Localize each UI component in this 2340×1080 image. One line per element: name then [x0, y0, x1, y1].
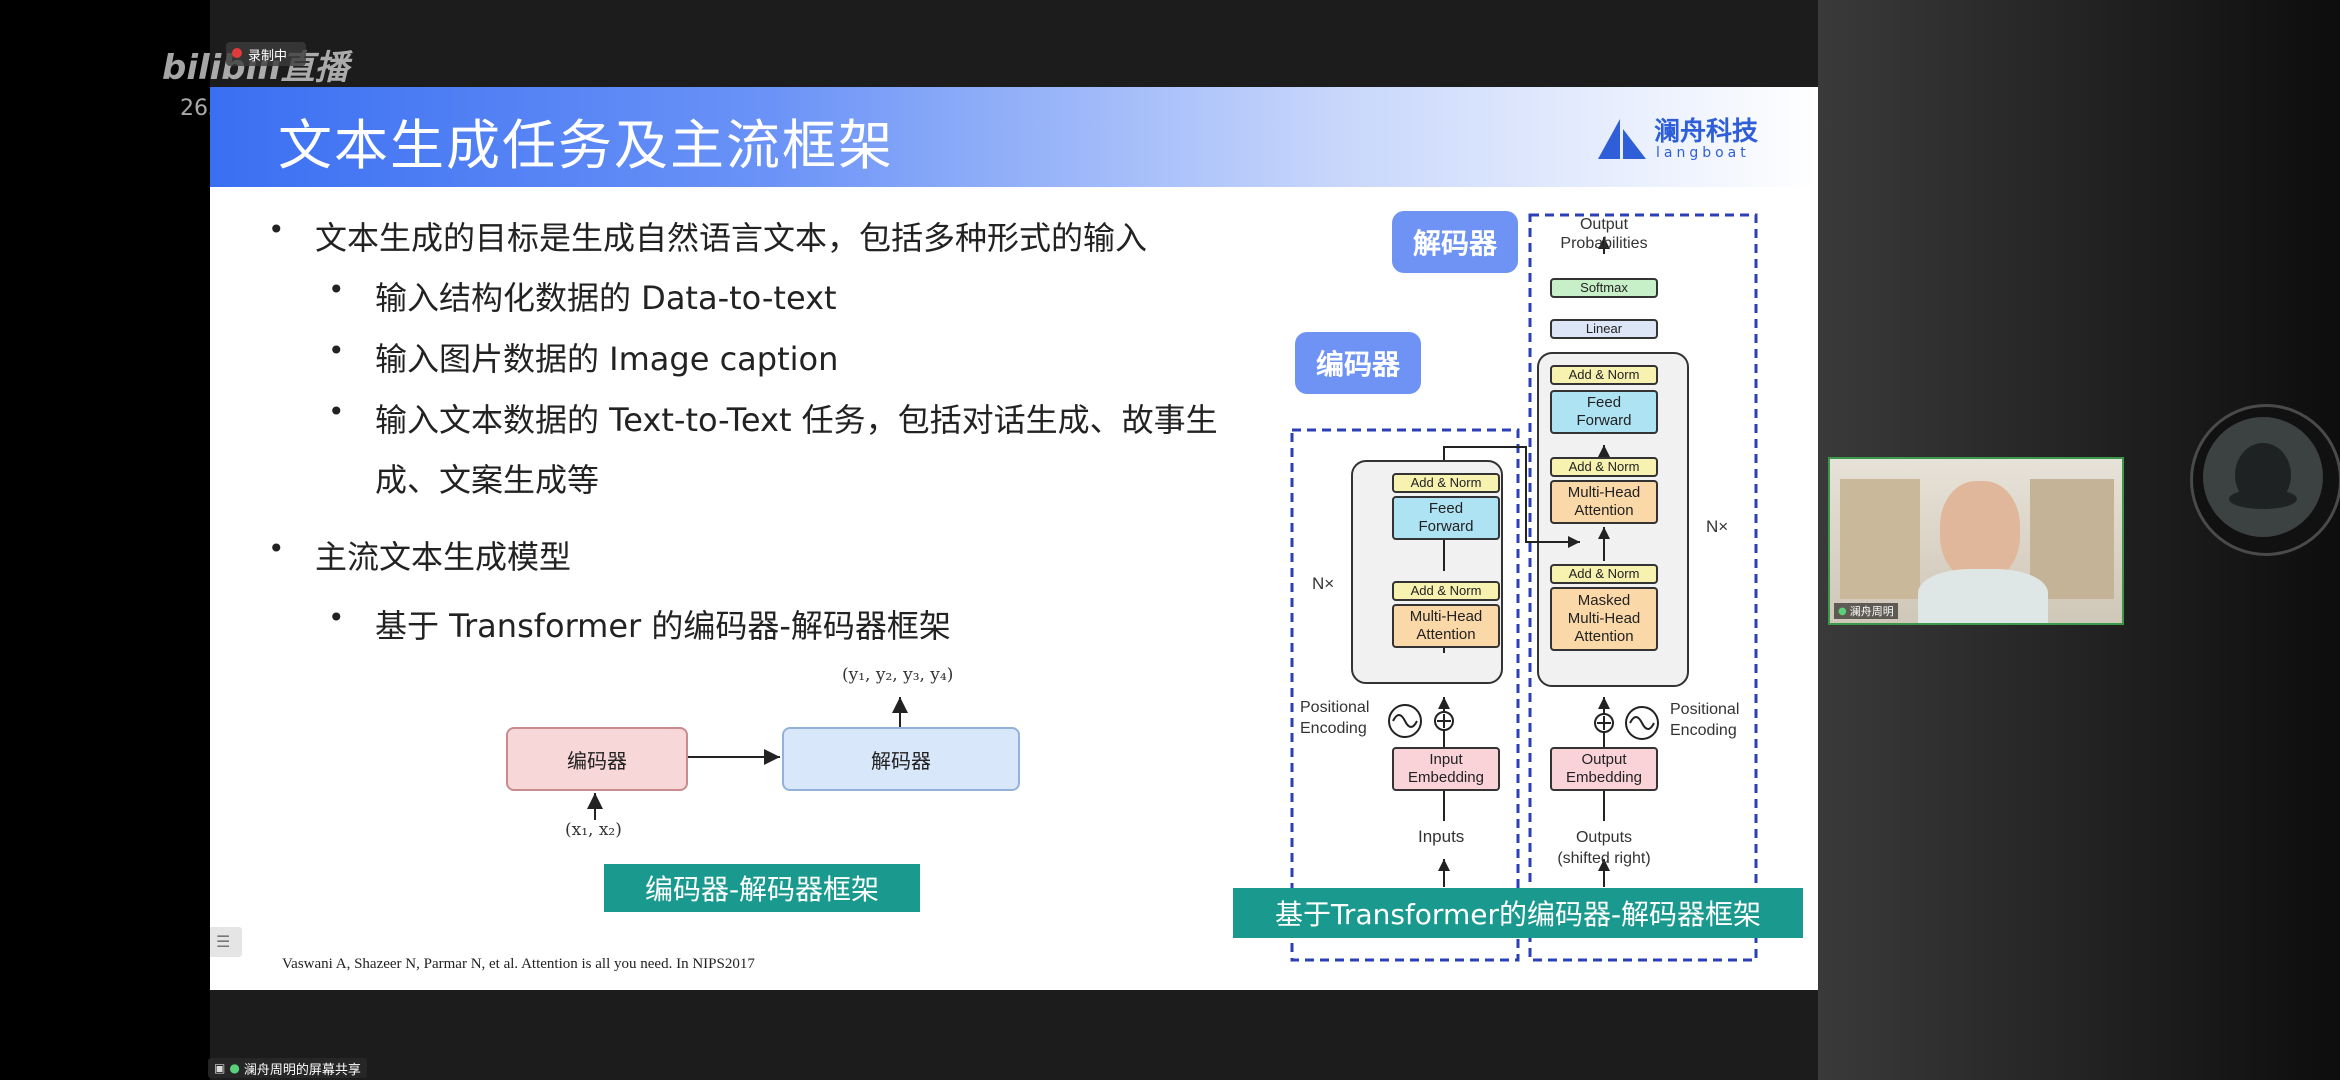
bullet-4-continued: 成、文案生成等	[375, 461, 600, 499]
transformer-caption: 基于Transformer的编码器-解码器框架	[1233, 888, 1803, 938]
feed-forward-line-2: Forward	[1576, 412, 1632, 429]
input-embedding-line-2: Embedding	[1408, 769, 1484, 786]
output-probabilities-line-2: Probabilities	[1560, 235, 1648, 252]
masked-line-1: Masked	[1577, 592, 1631, 609]
positional-line-2: Encoding	[1300, 720, 1367, 737]
bullet-dot: •	[328, 273, 345, 306]
webcam-video[interactable]: ● 澜舟周明	[1828, 457, 2124, 625]
logo-chinese-text: 澜舟科技	[1654, 117, 1759, 147]
encoder-box: 编码器	[506, 727, 688, 791]
encoder-multi-head-attention: Multi-Head Attention	[1392, 604, 1500, 648]
webcam-name-tag: ● 澜舟周明	[1834, 603, 1898, 619]
recording-label: 录制中	[248, 49, 288, 64]
mha-line-1: Multi-Head	[1409, 608, 1483, 625]
output-probabilities-line-1: Output	[1579, 216, 1629, 233]
slide-header	[210, 87, 1818, 187]
slide-list-button[interactable]: ☰	[210, 927, 242, 957]
bullet-dot: •	[328, 601, 345, 634]
avatar-inner	[2203, 417, 2323, 537]
input-embedding-line-1: Input	[1429, 751, 1463, 768]
bullet-dot: •	[268, 213, 285, 246]
langboat-logo	[1590, 109, 1760, 169]
decoder-output-label: (y₁, y₂, y₃, y₄)	[842, 665, 954, 685]
penguin-icon	[2229, 443, 2297, 509]
mha-line-2: Attention	[1416, 626, 1476, 643]
bullet-dot: •	[328, 395, 345, 428]
reference-citation: Vaswani A, Shazeer N, Parmar N, et al. A…	[282, 956, 755, 972]
output-embedding-line-1: Output	[1581, 751, 1627, 768]
decoder-masked-attention: Masked Multi-Head Attention	[1550, 587, 1658, 651]
decoder-multi-head-attention: Multi-Head Attention	[1550, 480, 1658, 524]
encoder-feed-forward: Feed Forward	[1392, 496, 1500, 540]
decoder-box: 解码器	[782, 727, 1020, 791]
webcam-name: 澜舟周明	[1849, 605, 1894, 618]
simple-diagram-arrows	[587, 697, 908, 820]
mha-line-1: Multi-Head	[1567, 484, 1641, 501]
encoder-nx-label: N×	[1312, 574, 1335, 593]
softmax-block: Softmax	[1550, 278, 1658, 298]
decoder-nx-label: N×	[1706, 517, 1729, 536]
floating-avatar-button[interactable]	[2190, 404, 2340, 556]
sail-icon	[1598, 119, 1646, 159]
feed-forward-line-2: Forward	[1418, 518, 1474, 535]
mic-icon: ●	[1838, 605, 1847, 617]
feed-forward-line-1: Feed	[1586, 394, 1622, 411]
bullet-3: 输入图片数据的 Image caption	[375, 340, 839, 378]
bullet-dot: •	[268, 532, 285, 565]
output-probabilities-label: Output Probabilities	[1546, 215, 1662, 253]
inputs-label: Inputs	[1418, 827, 1465, 846]
screen-icon: ▣	[214, 1061, 226, 1075]
outputs-line-2: (shifted right)	[1557, 850, 1651, 867]
encoder-callout: 编码器	[1295, 332, 1421, 394]
input-embedding-block: Input Embedding	[1392, 747, 1500, 791]
outputs-line-1: Outputs	[1575, 829, 1633, 846]
positional-line-1: Positional	[1670, 701, 1740, 718]
simple-diagram-caption: 编码器-解码器框架	[604, 864, 920, 912]
mic-icon: ●	[229, 1061, 240, 1075]
bookshelf-right	[2030, 479, 2114, 599]
bullet-4: 输入文本数据的 Text-to-Text 任务，包括对话生成、故事生	[375, 401, 1218, 439]
bullet-5: 主流文本生成模型	[315, 538, 572, 576]
decoder-positional-encoding-label: Positional Encoding	[1670, 699, 1739, 741]
output-embedding-block: Output Embedding	[1550, 747, 1658, 791]
feed-forward-line-1: Feed	[1428, 500, 1464, 517]
outputs-label: Outputs (shifted right)	[1548, 827, 1660, 869]
presentation-slide: 文本生成任务及主流框架 澜舟科技 langboat • 文本生成的目标是生成自然…	[210, 87, 1818, 990]
decoder-add-norm-2: Add & Norm	[1550, 457, 1658, 477]
list-icon: ☰	[216, 932, 231, 951]
encoder-positional-encoding-label: Positional Encoding	[1300, 697, 1369, 739]
slide-title: 文本生成任务及主流框架	[278, 114, 894, 177]
record-dot-icon	[232, 48, 242, 58]
encoder-input-label: (x₁, x₂)	[565, 820, 622, 840]
masked-line-3: Attention	[1574, 628, 1634, 645]
person-shoulders	[1918, 569, 2048, 623]
bullet-2: 输入结构化数据的 Data-to-text	[375, 279, 837, 317]
bookshelf-left	[1840, 479, 1920, 599]
screen-share-label: 澜舟周明的屏幕共享	[243, 1062, 361, 1078]
bullet-6: 基于 Transformer 的编码器-解码器框架	[375, 607, 951, 645]
encoder-add-norm-1: Add & Norm	[1392, 581, 1500, 601]
decoder-feed-forward: Feed Forward	[1550, 390, 1658, 434]
decoder-add-norm-1: Add & Norm	[1550, 564, 1658, 584]
screen-share-badge: ▣ ● 澜舟周明的屏幕共享	[208, 1058, 367, 1078]
decoder-callout: 解码器	[1392, 211, 1518, 273]
positional-line-1: Positional	[1300, 699, 1370, 716]
mha-line-2: Attention	[1574, 502, 1634, 519]
decoder-add-norm-3: Add & Norm	[1550, 365, 1658, 385]
person-face	[1940, 481, 2020, 581]
bullet-1: 文本生成的目标是生成自然语言文本，包括多种形式的输入	[315, 219, 1148, 257]
bullet-dot: •	[328, 334, 345, 367]
masked-line-2: Multi-Head	[1567, 610, 1641, 627]
output-embedding-line-2: Embedding	[1566, 769, 1642, 786]
recording-badge: 录制中	[226, 42, 306, 66]
positional-line-2: Encoding	[1670, 722, 1737, 739]
encoder-add-norm-2: Add & Norm	[1392, 473, 1500, 493]
app-background-left	[0, 0, 210, 1080]
logo-english-text: langboat	[1656, 145, 1750, 161]
linear-block: Linear	[1550, 319, 1658, 339]
